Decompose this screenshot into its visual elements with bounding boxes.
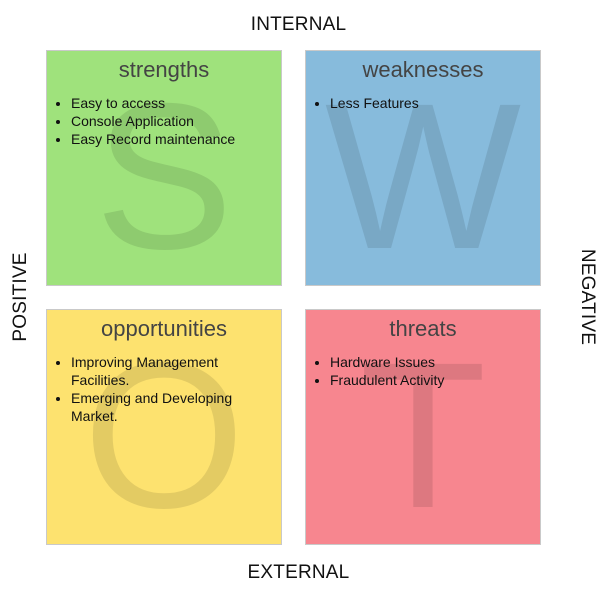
threats-list: Hardware Issues Fraudulent Activity: [306, 353, 530, 389]
opportunities-list: Improving Management Facilities. Emergin…: [47, 353, 271, 425]
opportunities-quadrant: O opportunities Improving Management Fac…: [46, 309, 282, 545]
list-item: Fraudulent Activity: [330, 371, 530, 389]
strengths-title: strengths: [118, 57, 210, 82]
strengths-quadrant: S strengths Easy to access Console Appli…: [46, 50, 282, 286]
list-item: Emerging and Developing Market.: [71, 389, 271, 425]
list-item: Easy to access: [71, 94, 271, 112]
list-item: Less Features: [330, 94, 530, 112]
opportunities-title: opportunities: [101, 316, 227, 341]
list-item: Easy Record maintenance: [71, 130, 271, 148]
strengths-list: Easy to access Console Application Easy …: [47, 94, 271, 148]
axis-label-positive: POSITIVE: [10, 252, 31, 342]
threats-quadrant: T threats Hardware Issues Fraudulent Act…: [305, 309, 541, 545]
axis-label-negative: NEGATIVE: [577, 248, 597, 346]
weaknesses-title: weaknesses: [362, 57, 484, 82]
threats-title: threats: [389, 316, 457, 341]
axis-label-internal: INTERNAL: [250, 14, 347, 35]
list-item: Console Application: [71, 112, 271, 130]
weaknesses-list: Less Features: [306, 94, 530, 112]
list-item: Hardware Issues: [330, 353, 530, 371]
list-item: Improving Management Facilities.: [71, 353, 271, 389]
axis-label-external: EXTERNAL: [247, 562, 350, 583]
weaknesses-quadrant: W weaknesses Less Features: [305, 50, 541, 286]
